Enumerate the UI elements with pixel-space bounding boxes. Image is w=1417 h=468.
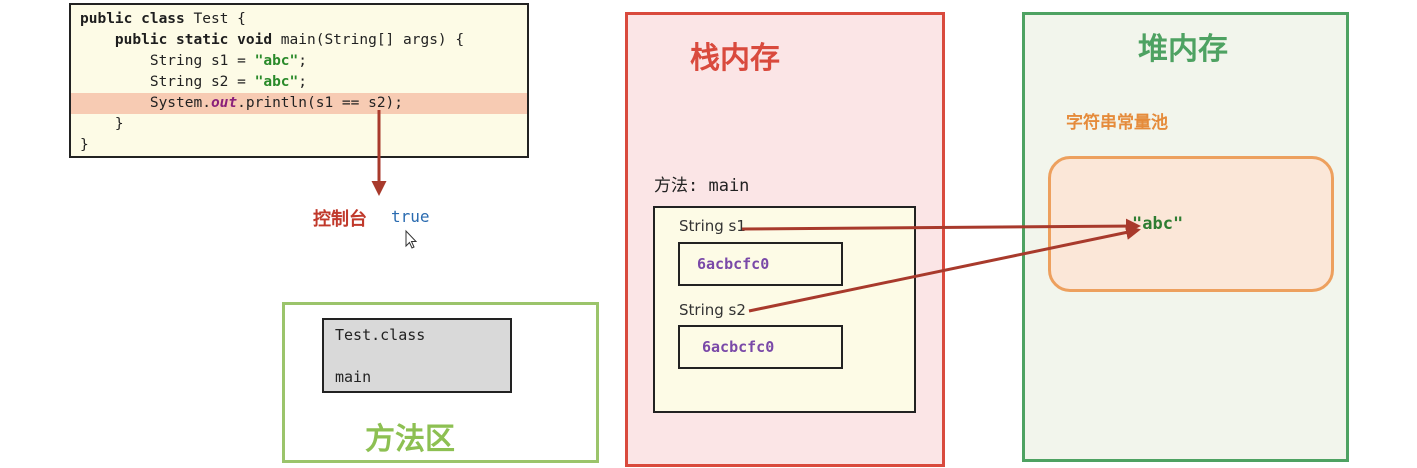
code-token: ; <box>298 53 307 69</box>
class-box: Test.class main <box>322 318 512 393</box>
code-line: String s2 = "abc"; <box>71 72 527 93</box>
code-token: public class <box>80 11 194 27</box>
code-line: } <box>71 135 527 156</box>
class-name: Test.class <box>335 326 426 344</box>
variable-s1-value-box: 6acbcfc0 <box>678 242 843 286</box>
code-token: "abc" <box>254 74 299 90</box>
code-token: String s1 = <box>149 53 255 69</box>
code-token: ; <box>298 74 307 90</box>
code-token: out <box>210 95 238 111</box>
code-token: System. <box>149 95 211 111</box>
string-constant-pool <box>1048 156 1334 292</box>
code-token: String s2 = <box>149 74 255 90</box>
code-token: } <box>114 116 124 132</box>
code-token: .println(s1 == s2); <box>237 95 404 111</box>
variable-s2-label: String s2 <box>679 301 746 319</box>
code-line: String s1 = "abc"; <box>71 51 527 72</box>
variable-s1-label: String s1 <box>679 217 746 235</box>
code-line: public static void main(String[] args) { <box>71 30 527 51</box>
class-method-name: main <box>335 368 372 386</box>
code-editor: public class Test { public static void m… <box>69 3 529 158</box>
console-label: 控制台 <box>313 209 367 230</box>
code-line: public class Test { <box>71 9 527 30</box>
method-area-title: 方法区 <box>365 422 455 457</box>
s2-reference-arrow <box>748 225 1141 313</box>
variable-s1-address: 6acbcfc0 <box>697 255 770 273</box>
string-pool-label: 字符串常量池 <box>1066 113 1168 133</box>
stack-frame-label: 方法: main <box>654 176 750 196</box>
heap-memory-title: 堆内存 <box>1138 32 1228 67</box>
code-line: } <box>71 114 527 135</box>
variable-s2-address: 6acbcfc0 <box>702 338 775 356</box>
string-pool-value: "abc" <box>1132 214 1184 234</box>
code-token: main(String[] args) { <box>280 32 465 48</box>
s1-reference-arrow <box>741 218 1141 234</box>
code-token: public static void <box>114 32 281 48</box>
variable-s2-value-box: 6acbcfc0 <box>678 325 843 369</box>
code-line: System.out.println(s1 == s2); <box>71 93 527 114</box>
stack-frame: String s1 6acbcfc0 String s2 6acbcfc0 <box>653 206 916 413</box>
mouse-cursor-icon <box>405 229 418 249</box>
stack-memory-title: 栈内存 <box>690 41 780 76</box>
code-token: } <box>80 137 89 153</box>
code-token: Test { <box>193 11 246 27</box>
console-output: true <box>391 207 430 226</box>
code-token: "abc" <box>254 53 299 69</box>
